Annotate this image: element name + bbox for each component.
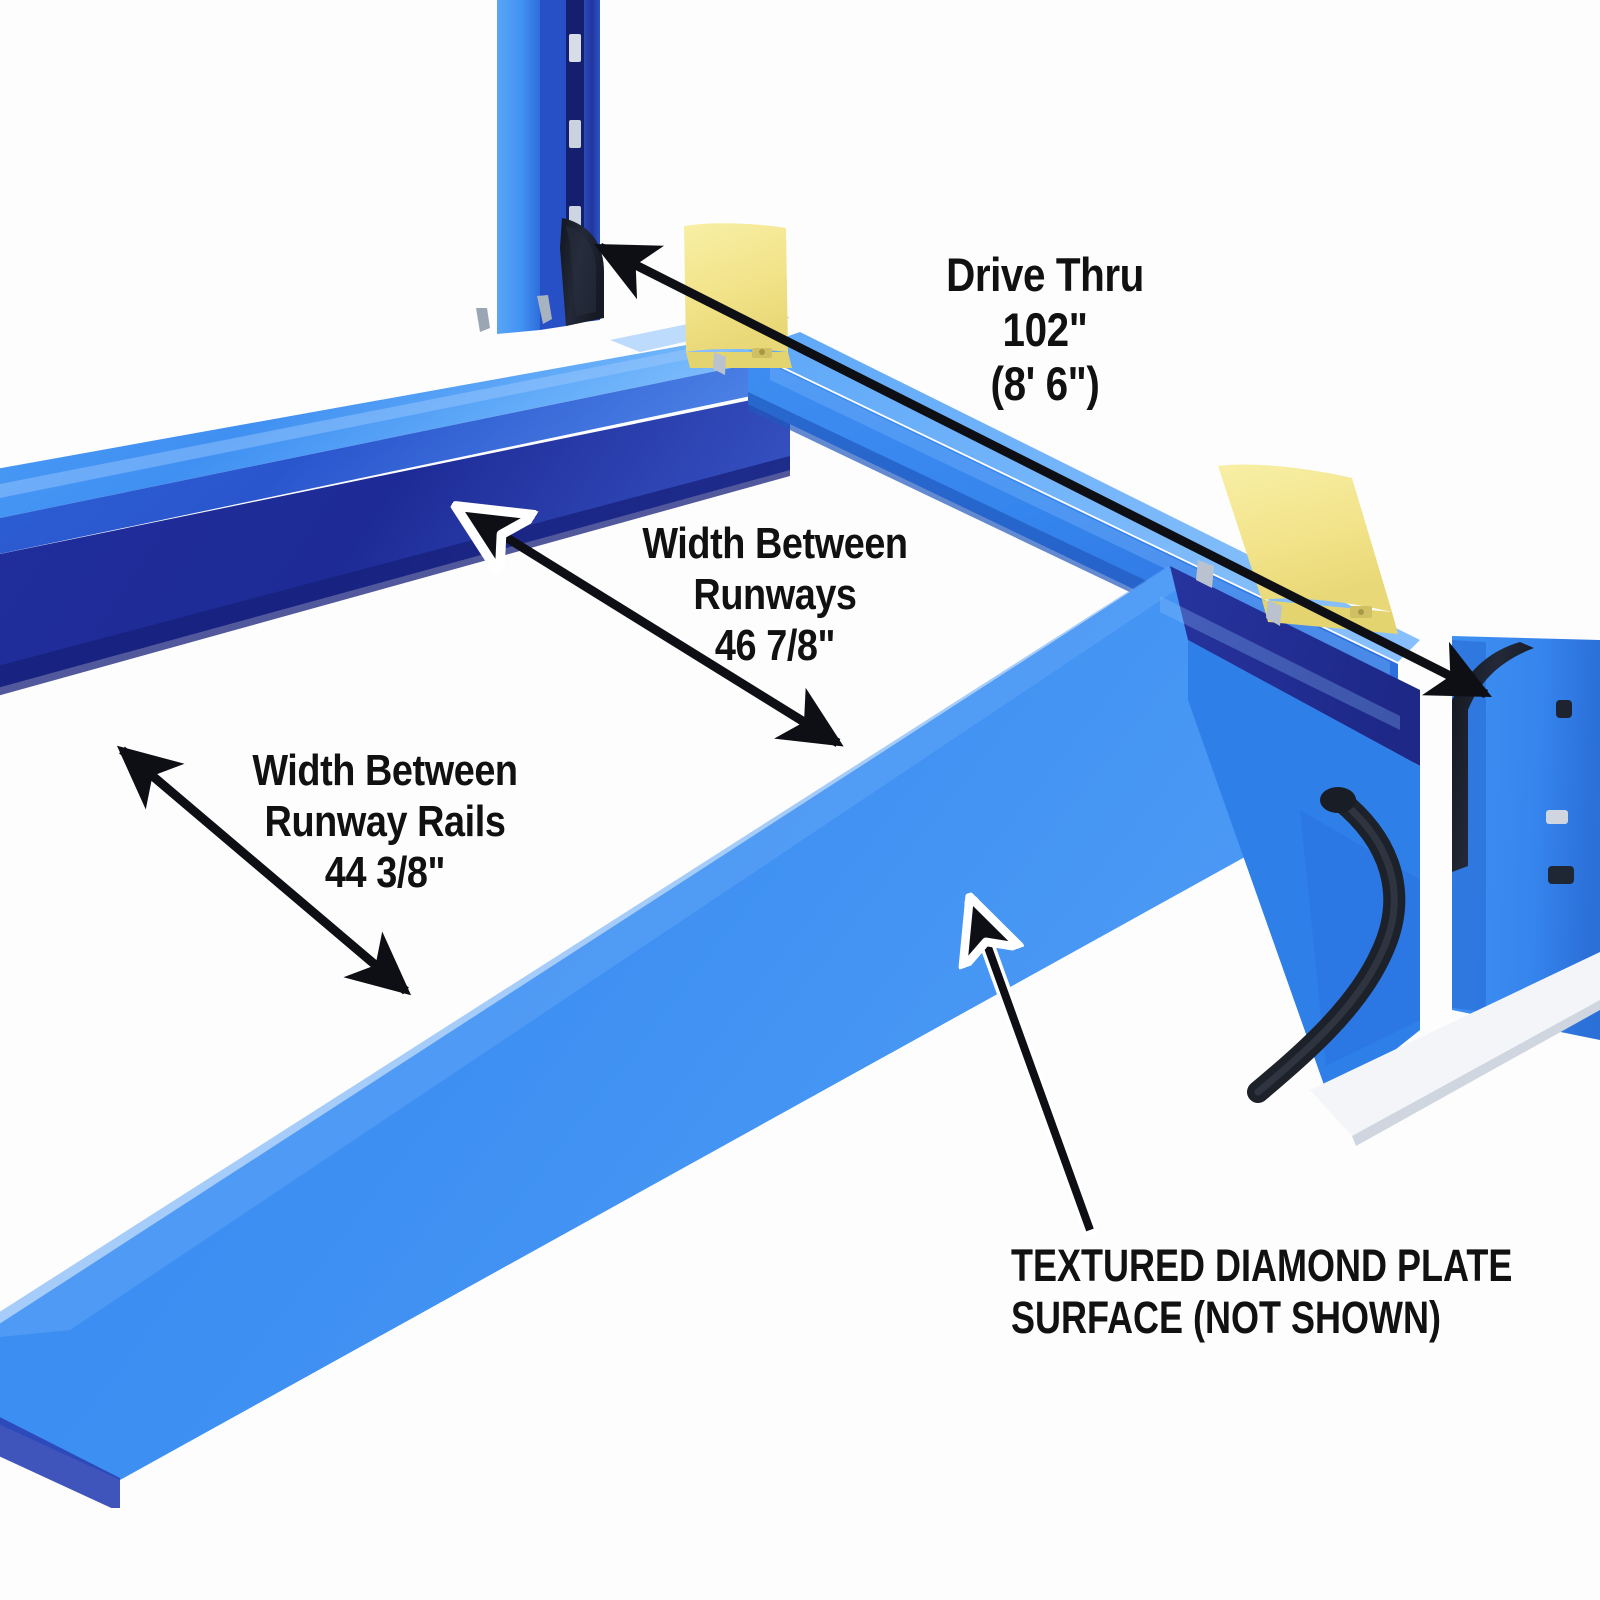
left-column-rubber-guard	[560, 218, 604, 326]
rear-runway	[0, 330, 790, 696]
approach-plate	[1310, 952, 1600, 1136]
drive-thru-arrow	[594, 242, 1492, 699]
diamond-plate-arrow	[972, 903, 1098, 1238]
left-column	[476, 0, 600, 334]
approach-plate-edge	[1352, 1000, 1600, 1146]
hose-fitting	[1320, 787, 1356, 813]
bottom-margin	[0, 1508, 1600, 1600]
width-between-runway-rails-arrow	[116, 745, 412, 996]
width-between-runways-arrow	[462, 510, 838, 747]
right-column	[1452, 636, 1600, 1040]
hydraulic-hose-highlight	[1254, 796, 1398, 1096]
